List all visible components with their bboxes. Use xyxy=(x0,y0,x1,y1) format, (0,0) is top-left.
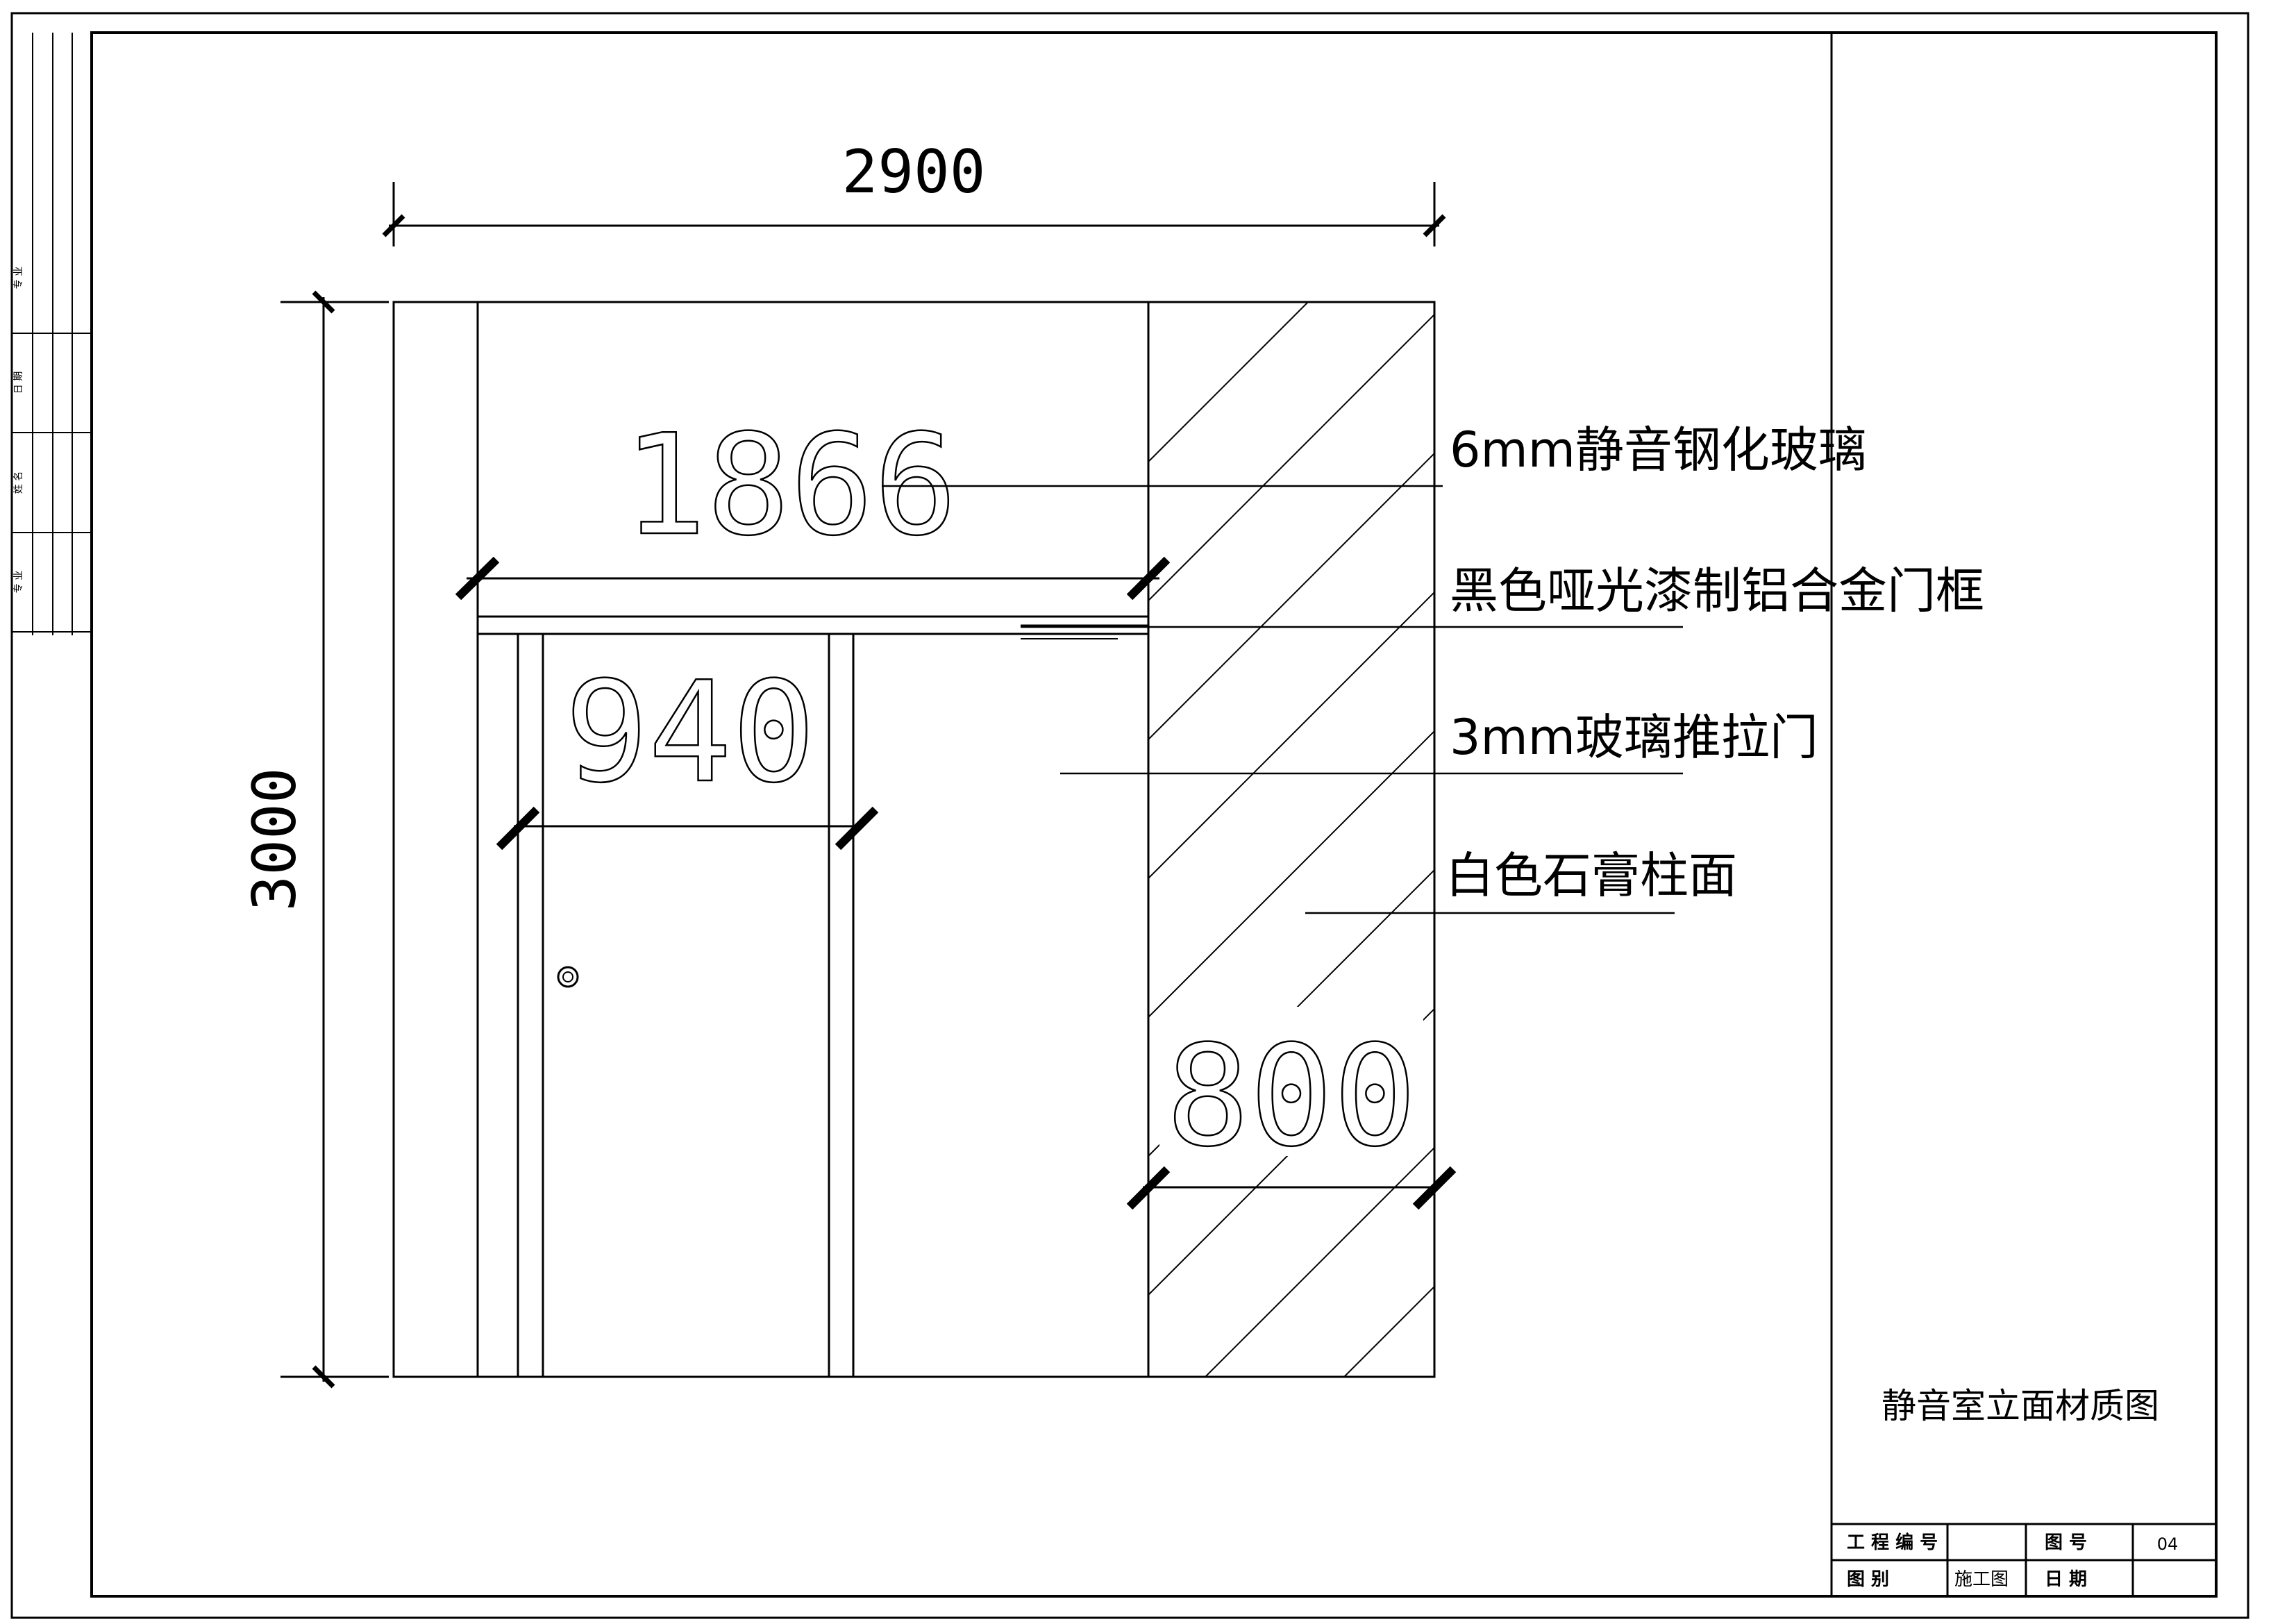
category-value: 施工图 xyxy=(1954,1569,2009,1590)
side-label: 专 业 xyxy=(13,571,24,593)
dim-overall-height xyxy=(280,290,389,1389)
callout-door-frame: 黑色哑光漆制铝合金门框 xyxy=(1450,562,1984,619)
drawing-no-label: 图 号 xyxy=(2045,1532,2087,1553)
door-knob xyxy=(557,966,579,988)
side-label: 专 业 xyxy=(13,267,24,289)
date-label: 日 期 xyxy=(2045,1569,2087,1590)
dim-column-width-label: 800 xyxy=(1166,1016,1416,1178)
inner-border xyxy=(90,31,2218,1598)
category-label: 图 别 xyxy=(1847,1569,1889,1590)
dim-door-width-label: 940 xyxy=(564,652,815,814)
title-block xyxy=(1830,1523,2218,1598)
side-strip: 专 业 日 期 姓 名 专 业 xyxy=(12,33,92,635)
side-label: 日 期 xyxy=(13,371,24,394)
outer-border xyxy=(10,12,2249,1619)
dim-overall-height-label: 3000 xyxy=(240,767,310,911)
column-label-bg xyxy=(1173,1021,1409,1153)
dim-column-width xyxy=(1126,1166,1457,1210)
callout-sliding-door: 3mm玻璃推拉门 xyxy=(1450,709,1818,766)
callout-tempered-glass: 6mm静音钢化玻璃 xyxy=(1450,421,1867,478)
dim-overall-width xyxy=(382,182,1446,246)
callout-gypsum-column: 白色石膏柱面 xyxy=(1446,847,1737,904)
leader-lines xyxy=(882,485,1683,914)
side-label: 姓 名 xyxy=(13,471,24,494)
drawing-no-value: 04 xyxy=(2157,1534,2179,1554)
dim-glass-width xyxy=(455,556,1171,601)
project-no-label: 工 程 编 号 xyxy=(1847,1532,1938,1553)
dim-overall-width-label: 2900 xyxy=(841,137,985,207)
dim-door-width xyxy=(496,806,879,851)
drawing-title: 静音室立面材质图 xyxy=(1882,1386,2159,1426)
